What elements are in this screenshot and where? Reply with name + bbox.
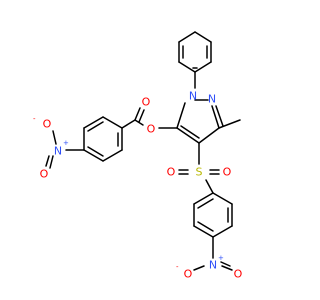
charge-plus: + xyxy=(63,139,69,147)
bond xyxy=(180,125,200,139)
charge-minus: - xyxy=(33,115,36,123)
molecule-structure: O O N N S O O N + O - O N + O - O xyxy=(33,31,243,281)
bond xyxy=(178,31,196,43)
bond xyxy=(212,192,233,205)
atom-label-nitrogen: N xyxy=(189,90,197,103)
charge-minus: - xyxy=(176,263,179,271)
bond xyxy=(205,179,214,194)
bond xyxy=(49,155,54,169)
bond xyxy=(83,149,104,162)
bond xyxy=(45,155,50,167)
bond xyxy=(194,61,212,73)
atom-label-oxygen: O xyxy=(167,166,176,179)
bond xyxy=(102,116,123,129)
bond xyxy=(178,61,196,73)
bond xyxy=(215,105,224,127)
atom-label-oxygen: O xyxy=(184,268,193,281)
bond xyxy=(193,225,214,238)
bond xyxy=(121,119,136,129)
bond xyxy=(194,31,212,43)
bond xyxy=(212,225,233,238)
bond xyxy=(198,127,220,144)
atom-label-sulfur: S xyxy=(196,166,203,179)
atom-label-nitrogen: N xyxy=(54,145,62,158)
atom-labels: O O N N S O O N + O - O N + O - O xyxy=(33,90,243,281)
atom-label-oxygen: O xyxy=(147,123,156,136)
bond xyxy=(176,102,186,129)
atom-label-oxygen: O xyxy=(223,166,232,179)
bond xyxy=(218,119,241,129)
bond xyxy=(197,198,214,209)
bond xyxy=(193,192,214,205)
bond xyxy=(220,261,231,267)
bond xyxy=(83,116,104,129)
bond xyxy=(176,127,200,144)
atom-label-oxygen: O xyxy=(142,96,151,109)
bond xyxy=(211,105,220,129)
charge-plus: + xyxy=(218,254,224,262)
bond xyxy=(197,221,214,232)
bonds xyxy=(45,31,241,271)
bond xyxy=(87,121,104,132)
atom-label-nitrogen: N xyxy=(209,259,217,272)
bond xyxy=(102,149,123,162)
atom-label-oxygen: O xyxy=(234,268,243,281)
bond xyxy=(221,265,233,271)
atom-label-oxygen: O xyxy=(40,168,49,181)
atom-label-nitrogen: N xyxy=(208,93,216,106)
bond xyxy=(138,109,145,123)
bond xyxy=(193,265,205,271)
atom-label-oxygen: O xyxy=(43,118,52,131)
bond xyxy=(87,146,104,157)
bond xyxy=(134,107,141,121)
bond xyxy=(52,130,57,145)
